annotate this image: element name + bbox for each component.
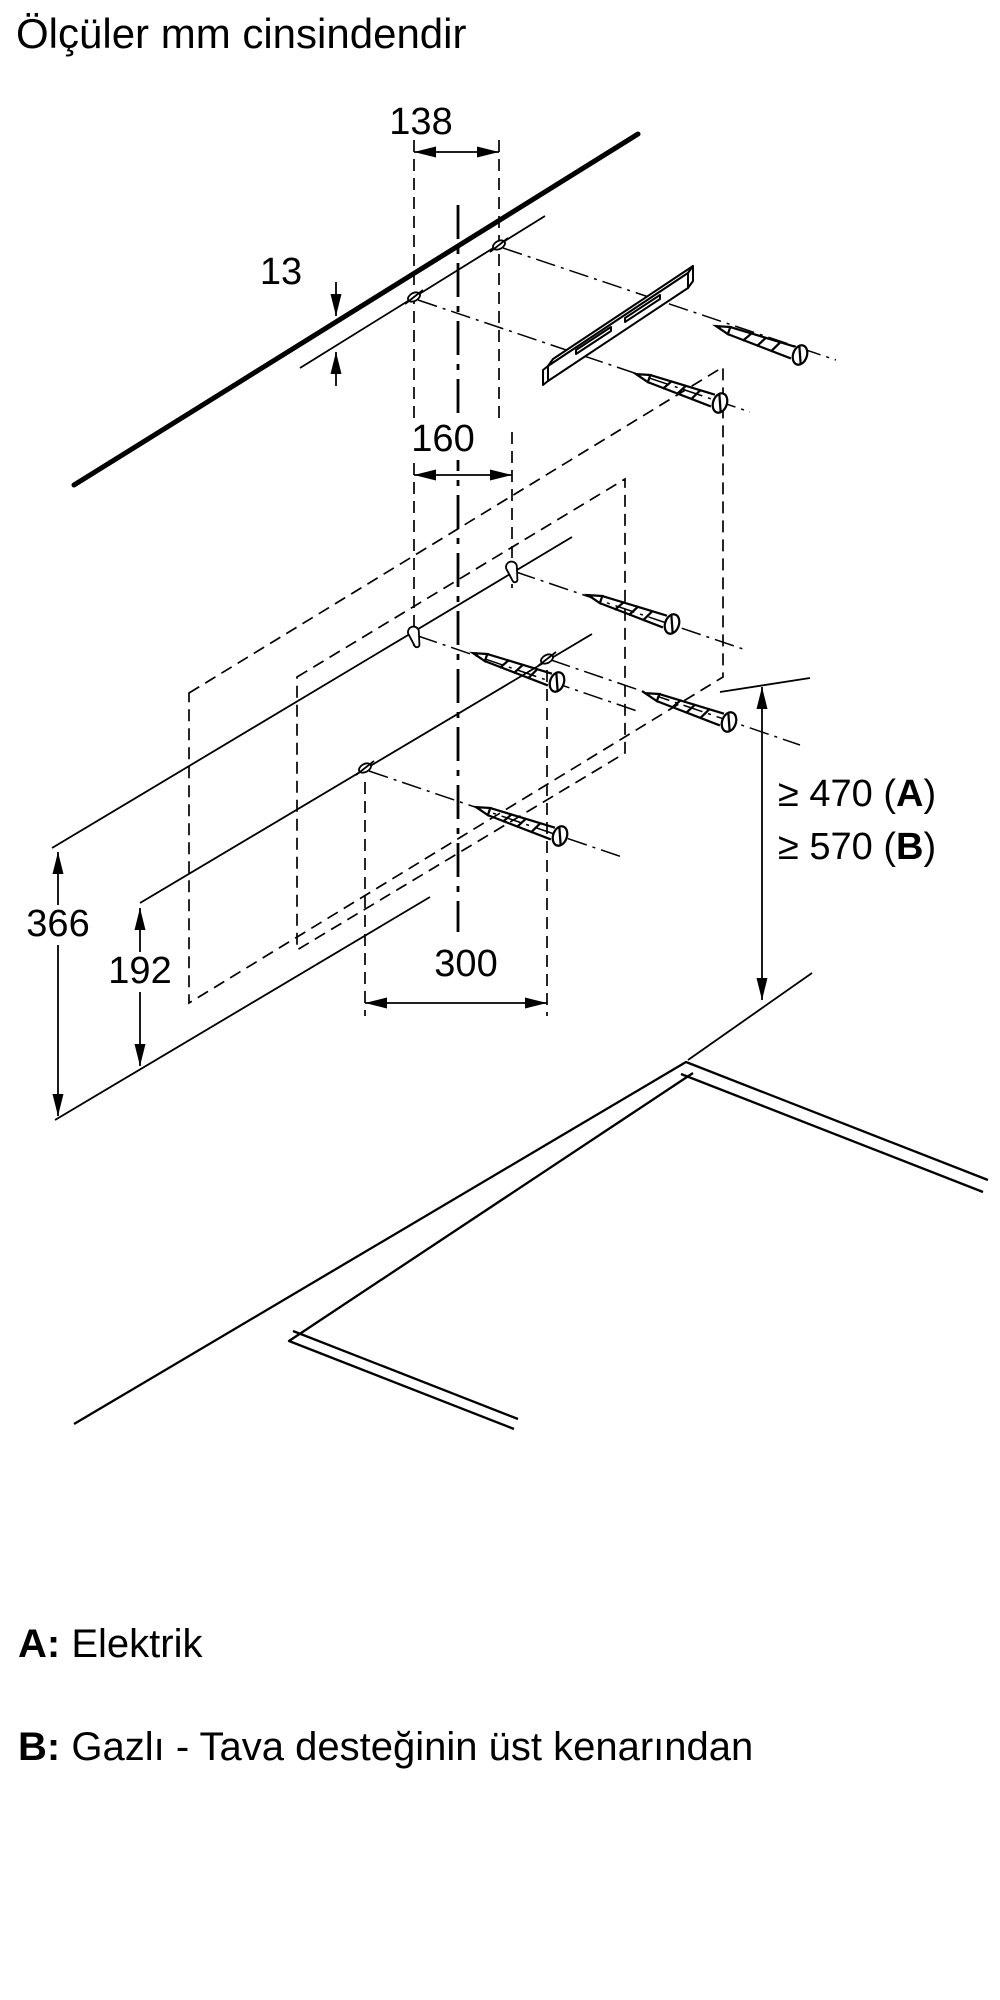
dim-label-300: 300 [431, 944, 501, 985]
screw-icon [471, 796, 571, 849]
dashed-extension-lines [364, 140, 548, 1016]
screws [468, 315, 811, 849]
dim-label-clearance-b: ≥ 570 (B) [778, 826, 937, 868]
dim-label-138: 138 [389, 101, 453, 143]
legend-a-text: Elektrik [71, 1622, 203, 1666]
clearance-a-value: ≥ 470 ( [778, 773, 897, 815]
dim-label-160: 160 [408, 419, 478, 460]
drill-hole-icon [489, 237, 509, 253]
cooktop-outline [73, 1060, 989, 1431]
dim-label-clearance-a: ≥ 470 (A) [778, 773, 937, 815]
dim-label-13: 13 [259, 251, 303, 293]
clearance-a-letter: A [896, 773, 924, 815]
page-title: Ölçüler mm cinsindendir [16, 10, 467, 57]
hood-template-outline-dashed [188, 365, 724, 1005]
clearance-b-value: ≥ 570 ( [778, 826, 897, 868]
bracket-slot-icon [624, 294, 661, 323]
dim-label-192: 192 [105, 951, 175, 992]
legend-a: A: Elektrik [18, 1622, 202, 1667]
bracket-slot-icon [575, 326, 612, 355]
drill-holes [355, 237, 557, 776]
drill-hole-icon [355, 760, 375, 776]
dimension-clearance-arrow [687, 677, 813, 1061]
dimension-reference-lines [51, 536, 593, 1121]
legend-b: B: Gazlı - Tava desteğinin üst kenarında… [18, 1725, 753, 1770]
clearance-b-close: ) [923, 826, 937, 868]
clearance-a-close: ) [923, 773, 937, 815]
drill-hole-icon [537, 651, 557, 667]
wall-edge-line [71, 131, 641, 488]
clearance-b-letter: B [896, 826, 924, 868]
drill-hole-icon [404, 289, 424, 305]
keyhole-slot-icon [503, 559, 522, 585]
legend-b-key: B: [18, 1725, 61, 1769]
screw-icon [468, 642, 568, 695]
legend-b-text: Gazlı - Tava desteğinin üst kenarından [71, 1725, 754, 1769]
dim-label-366: 366 [23, 904, 93, 945]
screw-icon [583, 584, 683, 637]
legend-a-key: A: [18, 1622, 61, 1666]
mounting-bracket [542, 265, 694, 386]
